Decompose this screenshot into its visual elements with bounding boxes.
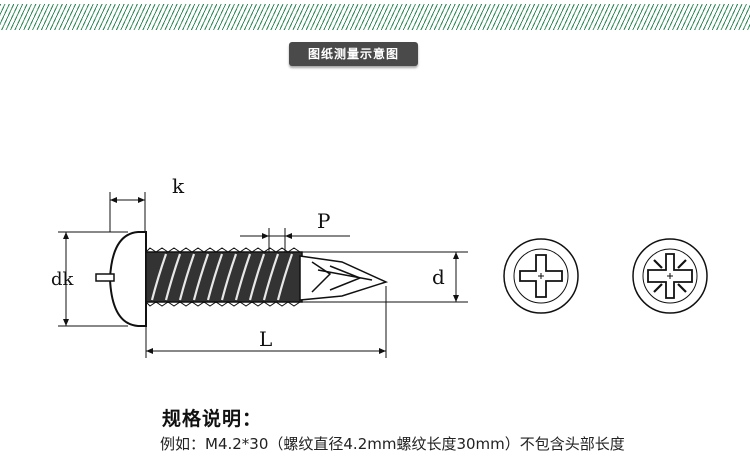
d-arrow-bottom: [453, 295, 459, 302]
l-arrow-left: [146, 348, 153, 354]
phillips-head-view: [503, 238, 579, 314]
dk-arrow-top: [63, 232, 69, 239]
title-badge: 图纸测量示意图: [289, 42, 418, 66]
d-arrow-top: [453, 252, 459, 259]
label-p: P: [317, 209, 330, 233]
screw-shank: [145, 247, 303, 307]
spec-heading: 规格说明：: [162, 408, 263, 430]
k-arrow-right: [138, 197, 145, 203]
label-d: d: [432, 265, 445, 289]
pozi-head-view: [632, 238, 708, 314]
label-l: L: [259, 327, 272, 351]
dk-arrow-bottom: [63, 319, 69, 326]
k-arrow-left: [110, 197, 117, 203]
p-arrow-left: [262, 233, 269, 239]
p-arrow-right: [285, 233, 292, 239]
top-hatch-border: [0, 4, 750, 30]
screw-head: [95, 231, 147, 327]
label-dk: dk: [51, 269, 75, 290]
l-arrow-right: [379, 348, 386, 354]
drill-point: [299, 255, 389, 301]
label-k: k: [172, 174, 185, 198]
spec-example: 例如：M4.2*30（螺纹直径4.2mm螺纹长度30mm）不包含头部长度: [160, 435, 625, 453]
